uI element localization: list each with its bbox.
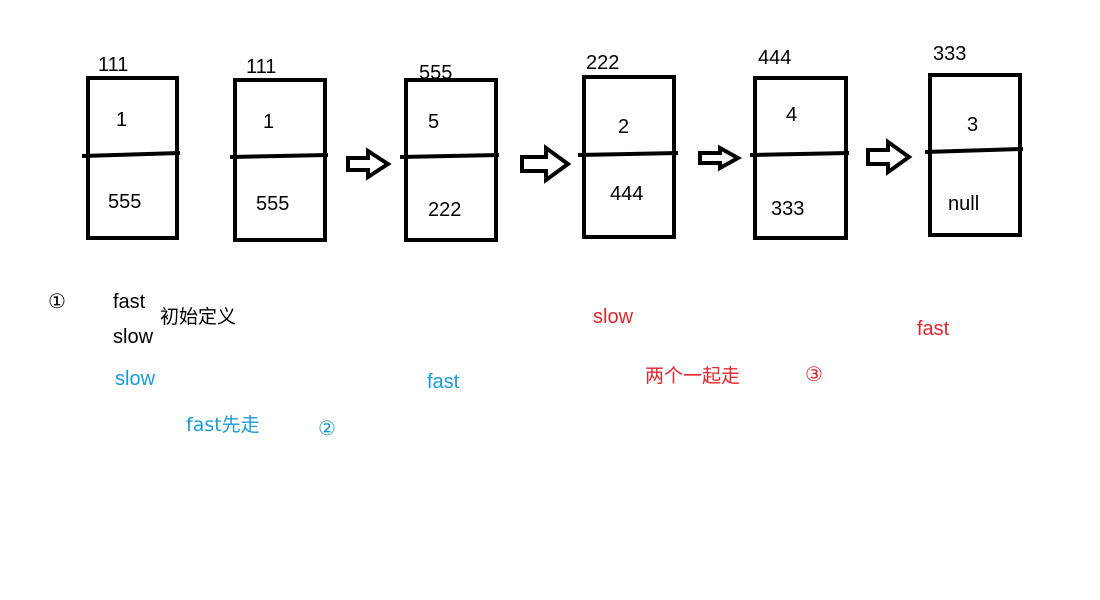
node-divider-5 — [749, 151, 850, 157]
node-value-1: 1 — [116, 109, 128, 131]
node-address-2: 111 — [246, 56, 277, 78]
node-value-4: 2 — [618, 116, 630, 138]
node-next-2: 555 — [256, 193, 290, 215]
arrow-right-2 — [520, 144, 572, 184]
node-box-6 — [928, 73, 1022, 237]
step-2-marker: ② — [318, 418, 336, 440]
step-2-slow-label: slow — [115, 368, 156, 390]
step-1-marker: ① — [48, 291, 66, 313]
node-box-5 — [753, 76, 848, 240]
step-1-slow-label: slow — [113, 326, 154, 348]
arrow-right-4 — [866, 138, 913, 176]
node-divider-2 — [229, 153, 329, 159]
node-next-4: 444 — [610, 183, 644, 205]
step-2-fast-label: fast — [427, 371, 460, 393]
node-address-5: 444 — [758, 47, 792, 69]
step-3-slow-label: slow — [593, 306, 634, 328]
node-next-3: 222 — [428, 199, 462, 221]
node-next-6: null — [948, 193, 980, 215]
node-value-2: 1 — [263, 111, 275, 133]
node-box-1 — [86, 76, 179, 240]
node-divider-3 — [399, 153, 500, 159]
node-value-3: 5 — [428, 111, 440, 133]
node-box-2 — [233, 78, 327, 242]
node-box-4 — [582, 75, 676, 239]
step-2-caption: fast先走 — [186, 414, 260, 436]
node-box-3 — [404, 78, 498, 242]
node-value-6: 3 — [967, 114, 979, 136]
node-next-5: 333 — [771, 198, 805, 220]
step-1-fast-label: fast — [113, 291, 146, 313]
arrow-right-1 — [346, 147, 392, 181]
step-1-caption: 初始定义 — [160, 306, 237, 328]
node-divider-6 — [924, 147, 1024, 154]
node-address-1: 111 — [98, 54, 129, 76]
step-3-fast-label: fast — [917, 318, 950, 340]
node-address-4: 222 — [586, 52, 620, 74]
arrow-right-3 — [698, 144, 743, 172]
node-next-1: 555 — [108, 191, 142, 213]
node-address-6: 333 — [933, 43, 967, 65]
node-divider-4 — [577, 151, 679, 157]
node-value-5: 4 — [786, 104, 798, 126]
step-3-caption: 两个一起走 — [645, 365, 741, 387]
step-3-marker: ③ — [805, 364, 823, 386]
node-address-3: 555 — [419, 62, 453, 84]
node-divider-1 — [81, 151, 181, 158]
